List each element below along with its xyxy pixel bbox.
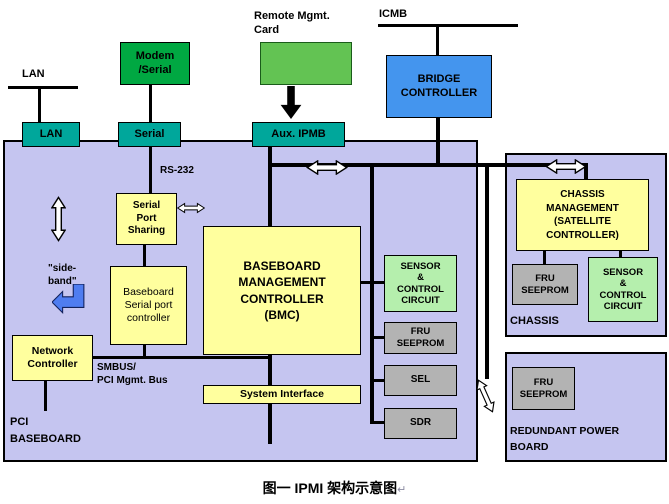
serial-port-sharing-box: Serial Port Sharing xyxy=(116,193,177,245)
side-band-label: "side- band" xyxy=(48,263,77,287)
pci-baseboard-label: PCI BASEBOARD xyxy=(10,416,81,446)
paragraph-mark: ↵ xyxy=(397,484,407,496)
connector-line xyxy=(44,381,47,411)
connector-line xyxy=(619,251,622,258)
sel-box: SEL xyxy=(384,365,457,396)
network-controller-box: Network Controller xyxy=(12,335,93,381)
connector-line xyxy=(436,118,440,166)
bent-arrow-icon xyxy=(52,284,86,316)
double-arrow-icon xyxy=(303,160,351,175)
connector-line xyxy=(38,88,41,123)
sensor-control-box: SENSOR & CONTROL CIRCUIT xyxy=(384,255,457,312)
chassis-sensor-control-box: SENSOR & CONTROL CIRCUIT xyxy=(588,257,658,322)
connector-line xyxy=(374,336,386,339)
figure-caption-text: 图一 IPMI 架构示意图 xyxy=(262,480,398,496)
connector-line xyxy=(378,24,518,27)
ipmb-bus-line xyxy=(268,163,588,167)
smbus-label: SMBUS/ PCI Mgmt. Bus xyxy=(97,362,168,386)
connector-line xyxy=(374,379,386,382)
connector-line xyxy=(436,26,439,55)
modem-serial-box: Modem /Serial xyxy=(120,42,190,85)
icmb-label: ICMB xyxy=(379,8,408,20)
connector-line xyxy=(268,146,272,226)
power-fru-seeprom-box: FRU SEEPROM xyxy=(512,367,575,410)
sdr-box: SDR xyxy=(384,408,457,439)
serial-port-box: Serial xyxy=(118,122,181,147)
connector-line xyxy=(8,86,78,89)
connector-line xyxy=(485,166,489,379)
lan-port-box: LAN xyxy=(22,122,80,147)
bmc-box: BASEBOARD MANAGEMENT CONTROLLER (BMC) xyxy=(203,226,361,355)
baseboard-serial-controller-box: Baseboard Serial port controller xyxy=(110,266,187,345)
connector-line xyxy=(374,421,386,424)
double-arrow-icon xyxy=(51,195,66,243)
connector-line xyxy=(268,404,272,444)
bridge-controller-box: BRIDGE CONTROLLER xyxy=(386,55,492,118)
system-interface-box: System Interface xyxy=(203,385,361,404)
chassis-label: CHASSIS xyxy=(510,315,559,327)
connector-line xyxy=(143,345,146,357)
chassis-management-box: CHASSIS MANAGEMENT (SATELLITE CONTROLLER… xyxy=(516,179,649,251)
redundant-power-board-label: REDUNDANT POWER BOARD xyxy=(510,425,620,453)
connector-line xyxy=(268,355,272,385)
smbus-line xyxy=(92,356,270,359)
connector-line xyxy=(149,146,152,193)
remote-mgmt-card-label: Remote Mgmt. Card xyxy=(254,10,330,36)
double-arrow-icon xyxy=(545,159,587,174)
connector-line xyxy=(143,245,146,266)
lan-top-label: LAN xyxy=(22,68,45,80)
connector-line xyxy=(360,281,385,284)
remote-mgmt-card-box xyxy=(260,42,352,85)
fru-seeprom-box: FRU SEEPROM xyxy=(384,322,457,354)
double-arrow-icon xyxy=(471,377,499,416)
connector-line xyxy=(543,251,546,264)
down-arrow-icon xyxy=(280,86,302,120)
connector-line xyxy=(584,166,588,180)
chassis-fru-seeprom-box: FRU SEEPROM xyxy=(512,264,578,305)
sensor-bus-line xyxy=(370,166,374,424)
double-arrow-icon xyxy=(177,201,205,215)
connector-line xyxy=(149,85,152,123)
aux-ipmb-port-box: Aux. IPMB xyxy=(252,122,345,147)
rs232-label: RS-232 xyxy=(160,165,194,176)
figure-caption: 图一 IPMI 架构示意图↵ xyxy=(0,478,669,498)
